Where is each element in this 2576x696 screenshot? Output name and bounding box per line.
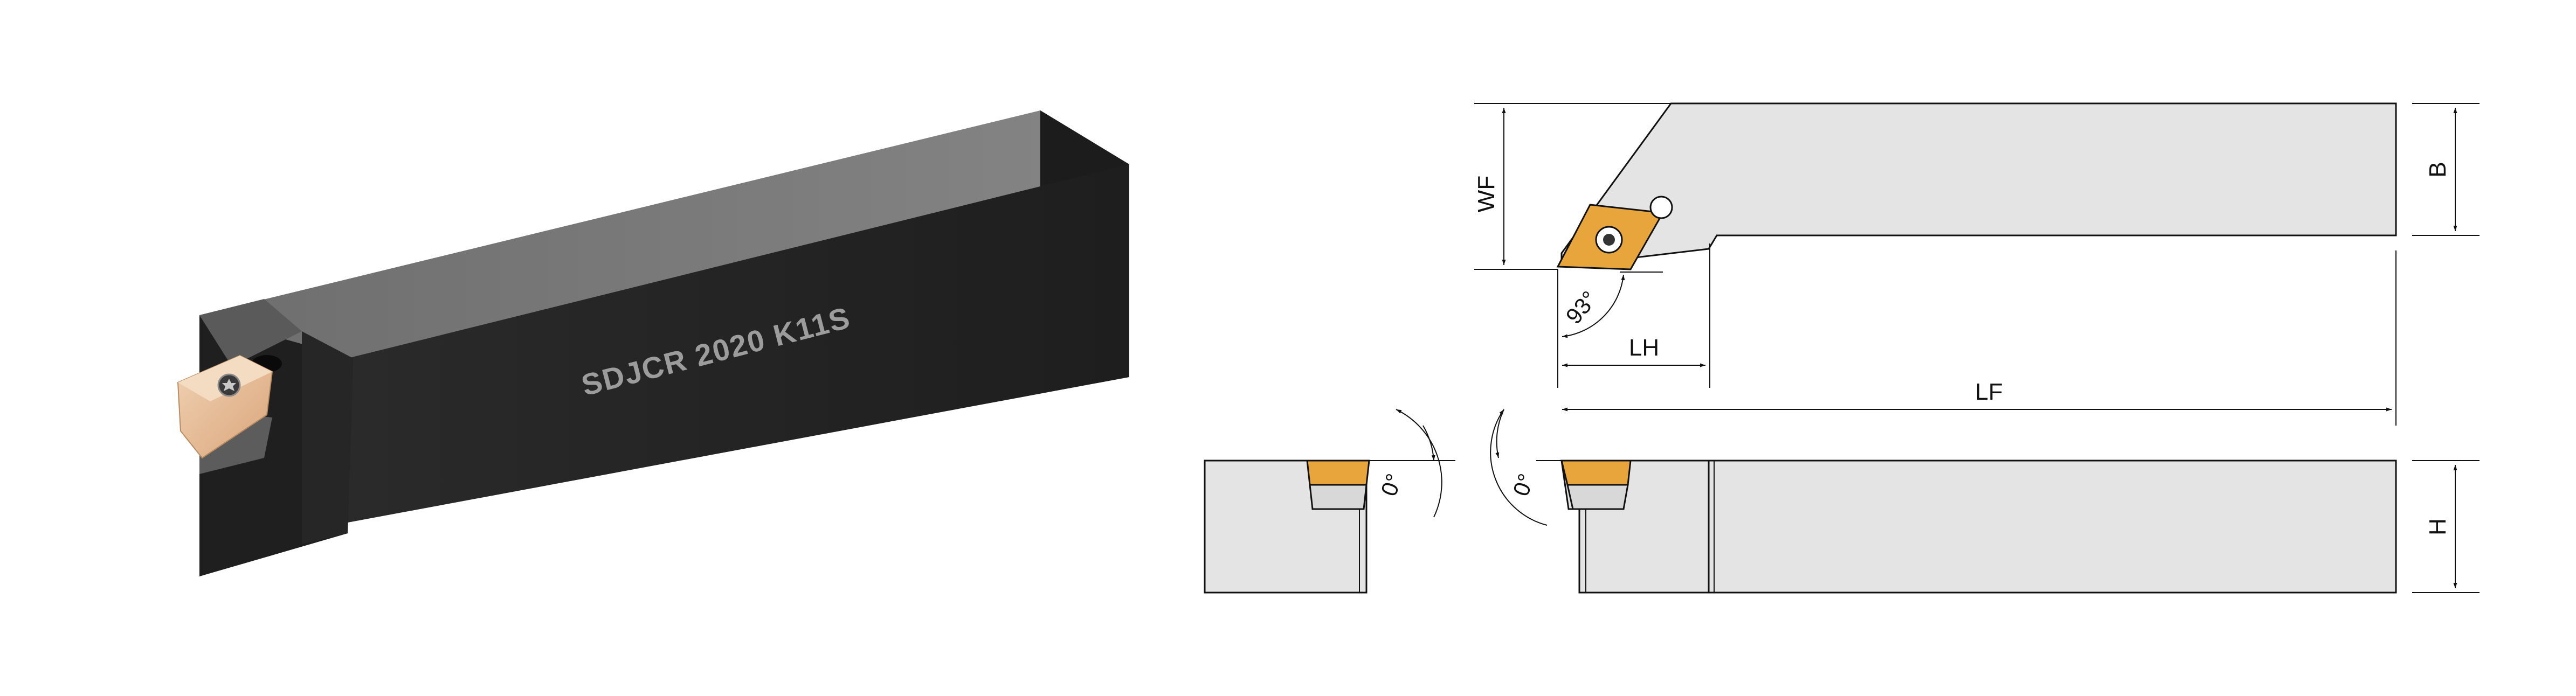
dimension-wf-label: WF: [1473, 176, 1500, 212]
dimension-lh-label: LH: [1629, 335, 1659, 361]
torx-icon: [222, 379, 236, 391]
dimension-rake-angle-side-label: 0°: [1508, 470, 1539, 499]
top-view-clamp-pin: [1649, 196, 1673, 219]
dimension-h-label: H: [2425, 518, 2451, 535]
dimension-b-label: B: [2425, 162, 2451, 177]
head-step-face: [302, 331, 353, 544]
technical-drawing: WF B 93° LH LF: [1204, 102, 2480, 594]
dimension-lf: [1562, 250, 2397, 426]
dimension-rake-angle-front-label: 0°: [1376, 470, 1407, 499]
top-view-shank: [1560, 102, 2397, 262]
shank-side-face: [348, 164, 1129, 523]
tool-holder-3d-render: SDJCR 2020 K11S: [177, 110, 1129, 576]
dimension-rake-angle-front: [1369, 409, 1455, 518]
dimension-lf-label: LF: [1975, 379, 2002, 405]
shank-top-face: [199, 110, 1129, 358]
dimension-approach-angle: [1557, 269, 1663, 388]
top-view: [1556, 102, 2397, 270]
side-view: [1560, 460, 2397, 594]
dimension-b: [2412, 103, 2480, 236]
side-view-insert: [1560, 460, 1632, 486]
dimension-approach-angle-label: 93°: [1560, 286, 1602, 329]
side-view-insert-seat: [1566, 484, 1629, 510]
dimension-lh: [1562, 243, 1710, 388]
end-view-insert-seat: [1309, 484, 1368, 510]
head-top-bevel: [199, 299, 302, 366]
end-view-insert: [1306, 460, 1370, 486]
side-view-shank: [1560, 460, 2397, 594]
top-view-insert-screw-inner: [1603, 234, 1615, 246]
dimension-h: [2412, 460, 2480, 593]
dimension-rake-angle-side: [1490, 409, 1562, 526]
end-view: [1204, 460, 1370, 594]
dimension-wf: [1474, 103, 1671, 270]
